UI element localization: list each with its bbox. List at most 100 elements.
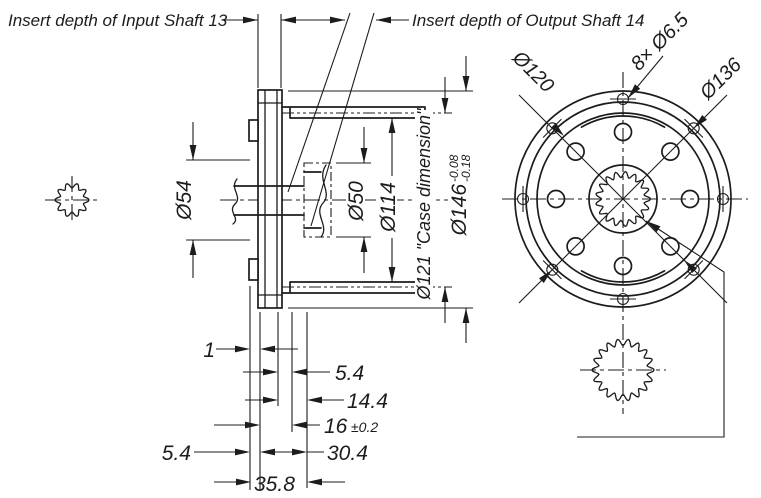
arrowhead: [292, 448, 307, 456]
spline-sleeve-circle: [588, 164, 658, 234]
dimension-arrows: [189, 16, 707, 486]
dim-case-dimension: Ø121 "Case dimension": [414, 107, 434, 300]
flange-tolerance-lower: -0.18: [459, 154, 473, 182]
dim-mid-depth: 14.4: [347, 390, 388, 413]
dia50-dim-lines: [336, 127, 371, 273]
arrowhead: [263, 396, 278, 404]
arrowhead: [462, 308, 470, 323]
case-scallop-arcs: [580, 115, 666, 283]
input-shaft: [231, 178, 305, 225]
arrowhead: [235, 448, 250, 456]
dim-case-width: 16: [324, 415, 348, 438]
dim-bolt-circle: Ø136: [695, 53, 746, 104]
arrowhead: [263, 368, 278, 376]
arrowhead: [189, 240, 197, 255]
label-input-insert-depth: Insert depth of Input Shaft 13: [8, 11, 228, 30]
pilot-circle: [536, 112, 710, 286]
flange-outer-circle: [514, 90, 732, 308]
arrowhead: [281, 16, 296, 24]
dim-hub-diameter: Ø50: [345, 177, 368, 225]
arrowhead: [462, 76, 470, 91]
flange-plate-outline: [257, 89, 283, 309]
dim-back-offset: 5.4: [162, 442, 191, 465]
arrowhead: [260, 345, 275, 353]
arrowhead: [551, 123, 564, 136]
dim-step: 1: [203, 339, 215, 362]
shaft-break-line: [231, 178, 239, 225]
dim-inner-depth: 30.4: [327, 442, 368, 465]
dim-flange-diameter: Ø146 -0.08 -0.18: [447, 146, 473, 254]
label-output-insert-depth: Insert depth of Output Shaft 14: [412, 11, 645, 30]
arrowhead: [330, 16, 345, 24]
hub-lines: [303, 171, 322, 229]
arrowhead: [245, 421, 260, 429]
arrowhead: [307, 396, 322, 404]
flange-tolerance-upper: -0.08: [447, 154, 461, 182]
rotor-hole: [661, 237, 680, 256]
rotor-hole: [613, 256, 633, 276]
rotor-hole: [613, 122, 633, 142]
input-shaft-lines: [233, 185, 305, 216]
drawing-text: Insert depth of Input Shaft 13 Insert de…: [8, 8, 747, 496]
dim-front-offset: 5.4: [335, 362, 364, 385]
boss-bottom: [248, 258, 259, 281]
rotor-hole: [566, 237, 585, 256]
svg-text:Ø121 "Case dimension": Ø121 "Case dimension": [414, 107, 434, 300]
arrowhead: [360, 237, 368, 252]
rotor-hole: [680, 189, 700, 209]
svg-text:Ø146: Ø146: [448, 184, 471, 237]
arrowhead: [235, 345, 250, 353]
arrowhead: [307, 478, 322, 486]
arrowhead: [694, 115, 707, 128]
dim-total-depth: 35.8: [254, 473, 295, 496]
arrowhead: [539, 270, 552, 283]
arrowhead: [260, 448, 275, 456]
boss-top: [248, 119, 259, 142]
bolt-hole: [687, 263, 700, 276]
arrowhead: [292, 368, 307, 376]
dimension-lines: [186, 12, 473, 490]
insert-depth-dim-lines: [224, 12, 409, 227]
arrowhead: [376, 16, 391, 24]
dim-shaft-diameter: Ø54: [173, 176, 196, 224]
dim-case-width-tolerance: ±0.2: [351, 419, 378, 435]
depth-extension-lines: [249, 286, 308, 490]
flange-plate-inner-lines: [257, 89, 283, 309]
arrowhead: [388, 267, 396, 282]
arrowhead: [189, 145, 197, 160]
input-spline-detail-centerlines: [45, 176, 100, 224]
arrowhead: [236, 478, 251, 486]
dia54-dim-lines: [186, 122, 250, 278]
bolt-hole: [687, 122, 700, 135]
arrowhead: [360, 148, 368, 163]
rotor-hole: [566, 142, 585, 161]
dim-pilot-circle: Ø120: [507, 46, 558, 97]
front-view: [502, 55, 748, 438]
svg-text:Ø136: Ø136: [695, 53, 746, 104]
svg-text:Ø54: Ø54: [173, 180, 196, 221]
dia146-dim-lines: [288, 56, 473, 343]
rotor-hole: [661, 142, 680, 161]
depth-dim-lines: [194, 348, 345, 483]
hub-break-line: [319, 164, 327, 238]
svg-text:Ø114: Ø114: [377, 182, 400, 233]
bolt-hole-tick: [542, 260, 562, 280]
svg-text:Ø50: Ø50: [345, 181, 368, 222]
arrowhead: [441, 287, 449, 302]
arrowhead: [441, 98, 449, 113]
hub-phantom-outline: [303, 162, 332, 238]
arrowhead: [292, 421, 307, 429]
spline-leader: [577, 220, 725, 438]
coupling-hub: [303, 162, 332, 238]
rotor-hole: [546, 189, 566, 209]
arrowhead: [388, 118, 396, 133]
svg-text:Ø120: Ø120: [507, 46, 558, 97]
flange-rim-circle: [525, 101, 721, 297]
flange-plate: [248, 89, 283, 309]
arrowhead: [243, 16, 258, 24]
bolt-hole: [546, 263, 559, 276]
dim-case-bore-diameter: Ø114: [377, 176, 400, 238]
arrowhead: [684, 260, 697, 273]
